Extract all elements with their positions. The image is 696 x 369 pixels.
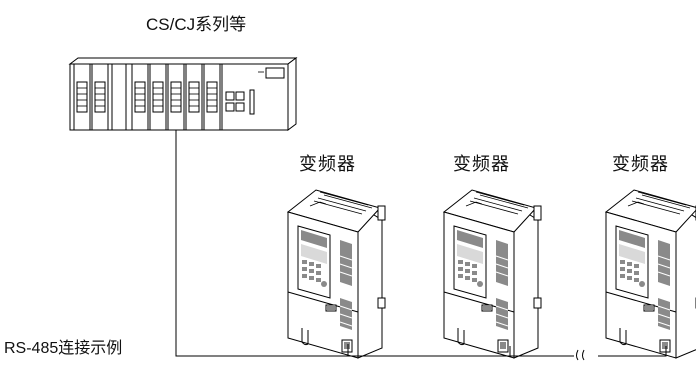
inverter-3-label: 变频器	[612, 154, 669, 174]
inverter-2-label: 变频器	[453, 154, 510, 174]
rs485-wiring	[175, 130, 667, 361]
plc-label: CS/CJ系列等	[146, 15, 247, 34]
inverter-1-label: 变频器	[299, 154, 356, 174]
inverter-3-drawing	[605, 189, 696, 359]
inverter-2-drawing	[443, 189, 542, 359]
inverter-1-drawing	[287, 189, 386, 359]
plc-rack	[68, 57, 298, 131]
connection-example-label: RS-485连接示例	[4, 340, 123, 357]
